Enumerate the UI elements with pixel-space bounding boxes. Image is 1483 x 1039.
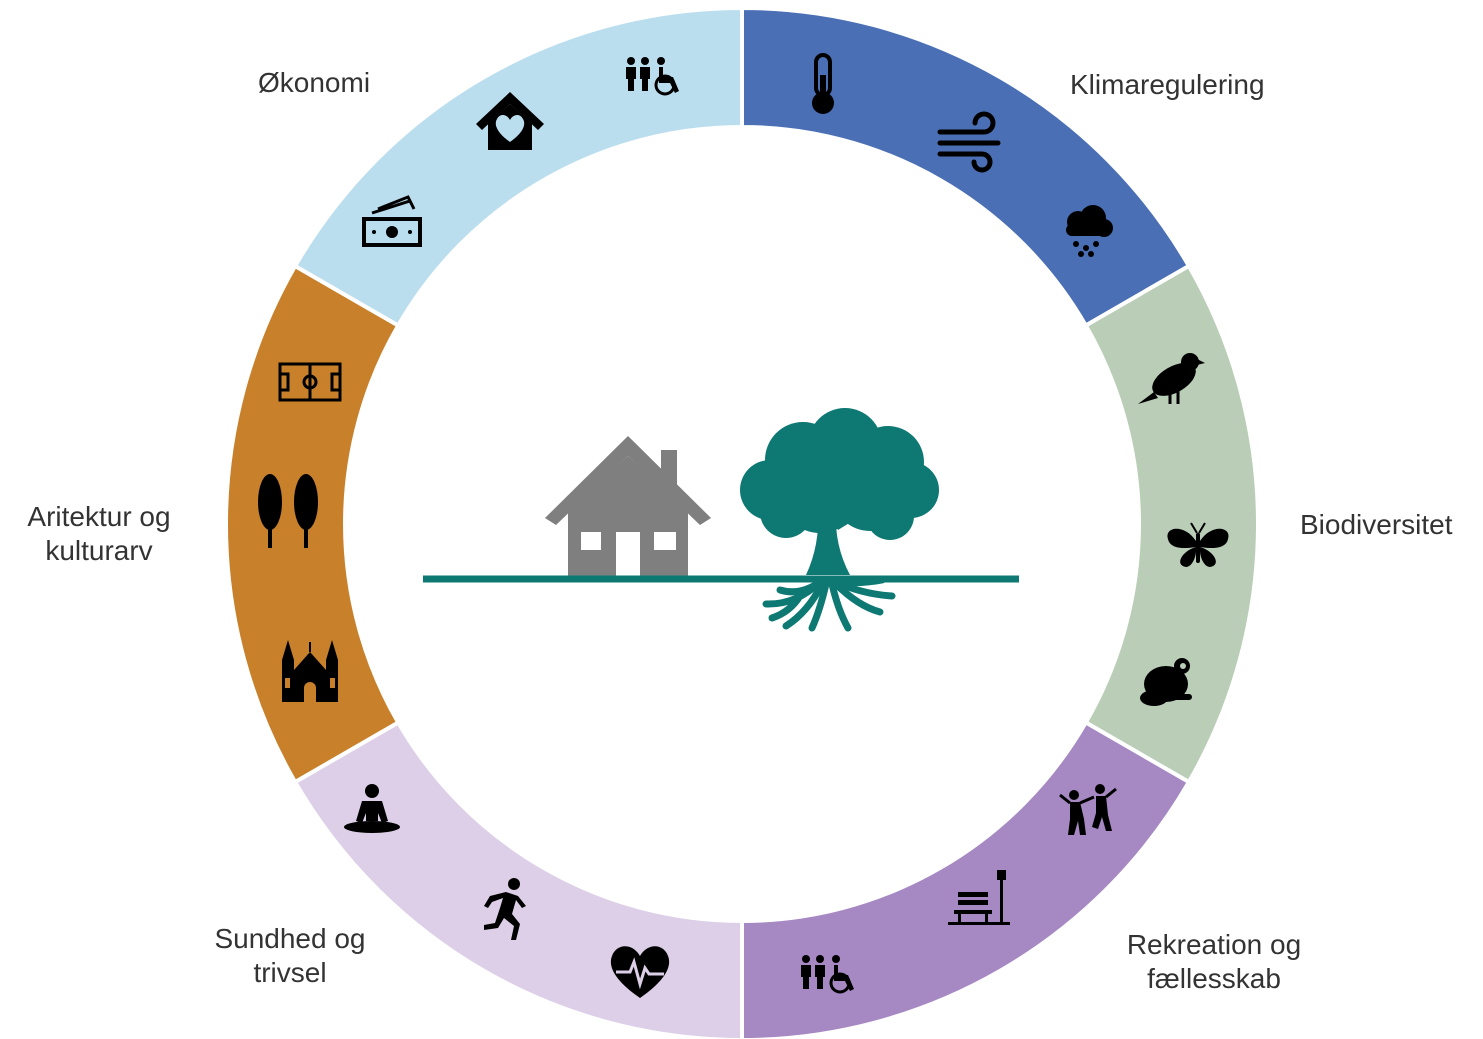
tree-roots [762,576,896,632]
wind-icon [937,111,1001,173]
segment-rekreation [740,719,1192,1039]
butterfly-icon [1167,522,1229,567]
park-bench-icon [948,870,1010,925]
tree-roots-icon [740,408,939,575]
house-icon [545,436,711,577]
segment-klimaregulering [740,5,1192,329]
trees-icon [258,474,318,548]
segment-okonomi [292,5,744,329]
heartbeat-icon [610,946,670,998]
label-klimaregulering: Klimaregulering [1070,69,1265,100]
meditation-icon [344,784,400,833]
label-okonomi: Økonomi [258,67,371,98]
segments-layer [224,5,1260,1039]
center-illustration [423,408,1019,632]
rain-cloud-icon [1066,205,1113,257]
icons-layer [258,53,1229,998]
thermometer-icon [812,53,834,114]
runner-icon [484,878,526,940]
label-sundhed: Sundhed og trivsel [214,923,366,988]
label-rekreation: Rekreation og fællesskab [1126,929,1302,994]
house-heart-icon [476,92,544,150]
cathedral-icon [282,640,338,702]
people-accessibility-icon [801,955,854,994]
label-arkitektur: Aritektur og kulturarv [27,501,171,566]
bird-icon [1138,353,1205,404]
people-dancing-icon [1059,784,1117,835]
money-icon [362,195,422,247]
segment-biodiversitet [1083,263,1260,785]
frog-icon [1140,658,1192,706]
football-field-icon [278,362,342,402]
people-accessibility-icon [626,57,679,96]
label-biodiversitet: Biodiversitet [1300,509,1453,540]
